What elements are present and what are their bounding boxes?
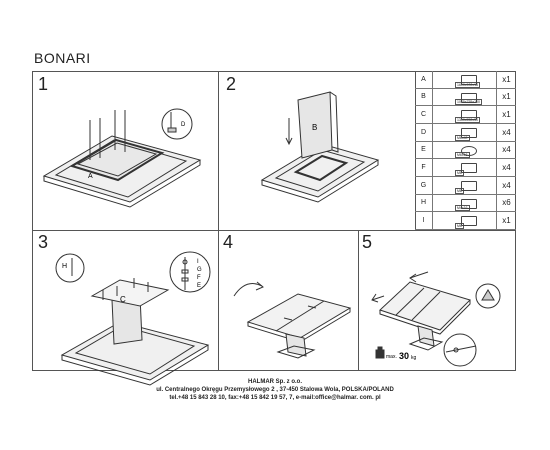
- part-letter: C: [415, 106, 433, 123]
- instruction-grid: [32, 71, 516, 371]
- part-icon: [461, 216, 477, 227]
- part-drawing: 1600x900x18: [433, 71, 496, 88]
- part-quantity: x6: [496, 194, 516, 212]
- step5-max-label: max.: [386, 354, 397, 360]
- part-quantity: x4: [496, 177, 516, 194]
- part-quantity: x1: [496, 71, 516, 88]
- step-number-3: 3: [38, 232, 49, 252]
- grid-divider-v3: [218, 230, 219, 371]
- grid-divider-h: [32, 230, 516, 231]
- step1-label-d: D: [181, 122, 186, 128]
- step1-label-a: A: [88, 173, 93, 180]
- part-icon: [461, 181, 477, 191]
- part-drawing: M6x16: [433, 142, 496, 159]
- grid-divider-v4: [358, 230, 359, 371]
- step3-label-h: H: [62, 263, 67, 270]
- part-drawing: M8: [433, 159, 496, 176]
- part-drawing: 1350x550x30: [433, 106, 496, 123]
- step5-max-unit: kg: [411, 355, 417, 361]
- part-quantity: x4: [496, 124, 516, 141]
- step3-label-c: C: [120, 295, 126, 304]
- part-drawing: M6: [433, 212, 496, 229]
- step-number-5: 5: [362, 232, 373, 252]
- step3-label-f: F: [197, 275, 201, 281]
- part-quantity: x1: [496, 106, 516, 123]
- part-icon: [461, 110, 477, 121]
- part-letter: E: [415, 141, 433, 159]
- part-icon: [461, 145, 477, 156]
- part-icon: [461, 163, 477, 174]
- part-letter: D: [415, 124, 433, 141]
- step5-max-weight: 30: [399, 351, 409, 361]
- part-quantity: x1: [496, 212, 516, 229]
- product-title: BONARI: [34, 50, 91, 66]
- part-letter: I: [415, 212, 433, 229]
- part-letter: F: [415, 159, 433, 176]
- part-letter: A: [415, 71, 433, 88]
- step3-label-i: I: [197, 259, 199, 265]
- part-letter: H: [415, 194, 433, 212]
- part-letter: B: [415, 88, 433, 106]
- footer-contact: tel.+48 15 843 28 10, fax:+48 15 842 19 …: [169, 395, 381, 401]
- step3-label-g: G: [197, 267, 202, 273]
- part-drawing: M4x16: [433, 195, 496, 212]
- footer-address: ul. Centralnego Okręgu Przemysłowego 2 ,…: [156, 387, 394, 393]
- step2-label-b: B: [312, 123, 317, 132]
- part-quantity: x1: [496, 88, 516, 106]
- step3-label-e: E: [197, 283, 201, 289]
- part-icon: [461, 92, 477, 103]
- part-letter: G: [415, 177, 433, 194]
- footer-company: HALMAR Sp. z o.o.: [248, 379, 302, 385]
- step-number-2: 2: [226, 74, 237, 94]
- step-number-1: 1: [38, 74, 49, 94]
- part-drawing: M8: [433, 177, 496, 194]
- part-quantity: x4: [496, 141, 516, 159]
- part-icon: [461, 75, 477, 85]
- grid-divider-v1: [218, 71, 219, 230]
- part-icon: [461, 198, 477, 209]
- step-number-4: 4: [223, 232, 234, 252]
- grid-divider-v2: [415, 71, 416, 230]
- part-drawing: M6x40: [433, 124, 496, 141]
- part-quantity: x4: [496, 159, 516, 176]
- part-icon: [461, 128, 477, 138]
- part-drawing: 1045x755x100: [433, 89, 496, 106]
